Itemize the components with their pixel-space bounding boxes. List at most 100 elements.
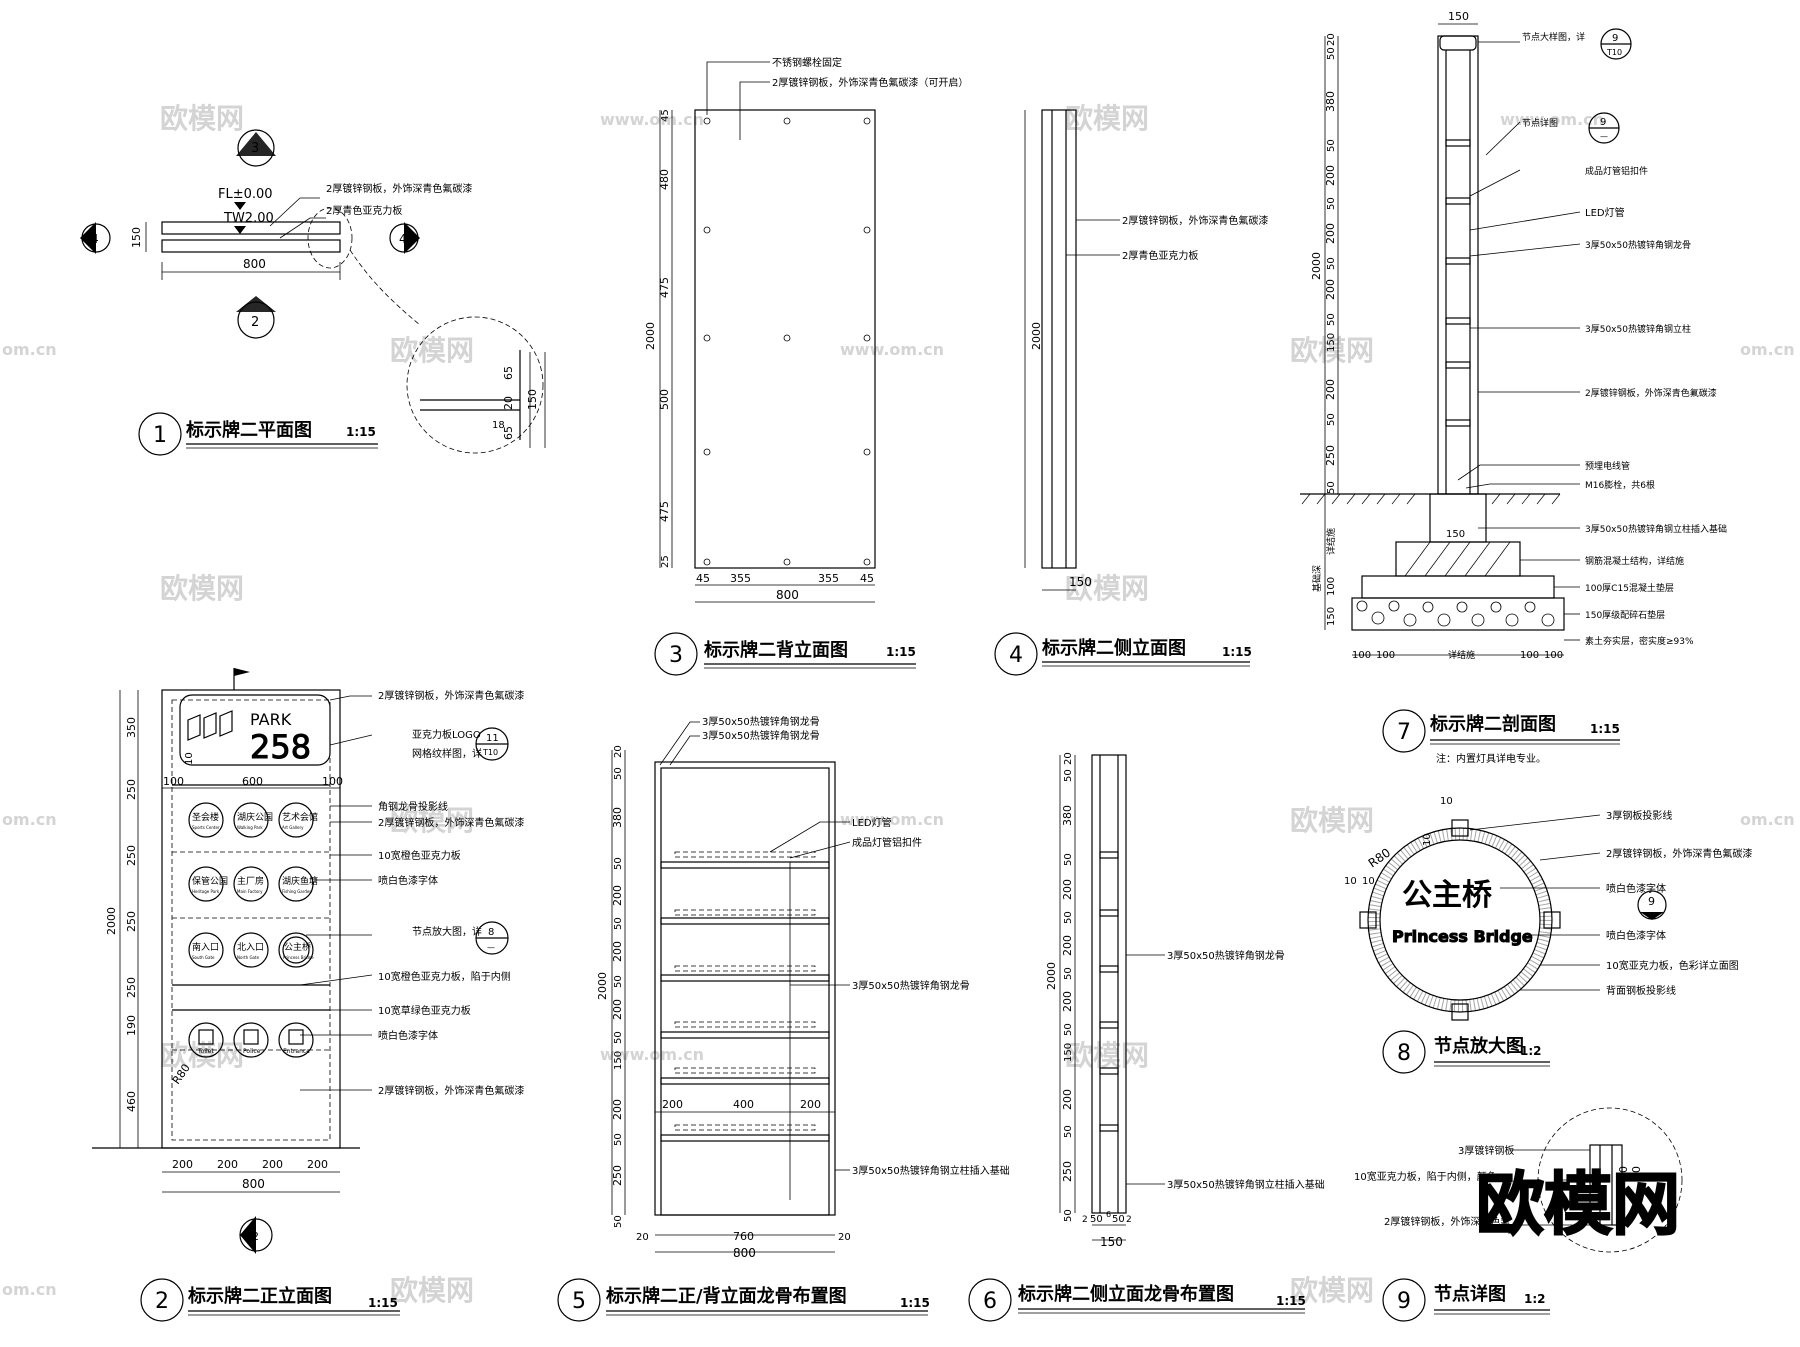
note: 喷白色漆字体 <box>378 1029 438 1042</box>
flag-icon <box>234 668 250 676</box>
ring-inner <box>1379 839 1541 1001</box>
frame-outline <box>654 761 836 1216</box>
svg-text:6: 6 <box>983 1289 997 1314</box>
dim-text: 2000 <box>1030 322 1043 350</box>
note: 2厚镀锌钢板，外饰深青色氟碳漆 <box>378 816 524 829</box>
dim-text: 200 <box>1061 879 1074 900</box>
svg-text:1:15: 1:15 <box>886 645 916 659</box>
dim-text: 150 <box>1063 1043 1074 1062</box>
svg-text:1:15: 1:15 <box>900 1296 930 1310</box>
title-8: 8 节点放大图 1:2 <box>1382 1030 1550 1074</box>
back-panel-outline <box>694 109 876 569</box>
svg-text:8: 8 <box>1397 1041 1411 1066</box>
svg-text:South Gate: South Gate <box>192 955 215 960</box>
ring-outer <box>1367 827 1553 1013</box>
frame-side-elevation: 20 50 380 50 200 50 200 50 200 50 150 20… <box>1045 752 1325 1249</box>
title-9: 9 节点详图 1:2 <box>1382 1278 1550 1322</box>
dim-text: 150 <box>613 1051 624 1070</box>
note: 成品灯管铝扣件 <box>852 836 922 849</box>
note: 预埋电线管 <box>1585 460 1630 472</box>
title-7: 7 标示牌二剖面图 1:15 <box>1382 709 1620 753</box>
dim-text: 50 <box>1326 313 1337 326</box>
svg-text:1:15: 1:15 <box>1276 1294 1306 1308</box>
watermark-url: om.cn <box>1740 810 1795 829</box>
note: 10宽亚克力板，色彩详立面图 <box>1606 959 1739 972</box>
svg-text:North Gate: North Gate <box>237 955 260 960</box>
frame-side-rails <box>1099 851 1119 1132</box>
facility-icons: Toilet Police Entrance <box>188 1022 314 1058</box>
svg-text:4: 4 <box>91 232 99 246</box>
note: 节点放大图，详 <box>412 925 482 938</box>
watermark-url: om.cn <box>2 340 57 359</box>
ring-tab <box>1543 911 1561 929</box>
note: 2厚青色亚克力板 <box>1122 249 1198 262</box>
dim-text: 150 <box>1446 529 1465 540</box>
dim-text: 2000 <box>1310 252 1323 280</box>
section-notes: 节点大样图，详 节点详图 成品灯管铝扣件 LED灯管 3厚50x50热镀锌角钢龙… <box>1457 31 1727 647</box>
svg-text:标示牌二背立面图: 标示牌二背立面图 <box>703 639 848 661</box>
dim-text: 25 <box>660 555 671 568</box>
note: 3厚50x50热镀锌角钢龙骨 <box>1585 239 1691 251</box>
svg-text:—: — <box>487 943 495 952</box>
note: 背面钢板投影线 <box>1606 984 1676 997</box>
svg-text:3: 3 <box>669 643 683 668</box>
svg-text:1:15: 1:15 <box>346 425 376 439</box>
dim-text: 50 <box>1326 257 1337 270</box>
note: 不锈钢螺栓固定 <box>772 56 842 69</box>
dim-text: 475 <box>658 501 671 522</box>
toilet-icon: Toilet <box>188 1022 224 1058</box>
plan-view: FL±0.00 TW2.00 800 150 2厚镀锌钢板，外饰深青色氟碳漆 2… <box>80 129 546 454</box>
dim-text: 65 <box>502 426 515 440</box>
dim-text: 18 <box>492 420 505 431</box>
plan-note: 2厚青色亚克力板 <box>326 204 402 217</box>
dim-text: 200 <box>611 999 624 1020</box>
dim-text: 50 <box>1063 1209 1074 1222</box>
side-elevation: 2厚镀锌钢板，外饰深青色氟碳漆 2厚青色亚克力板 2000 150 <box>1024 109 1268 591</box>
dim-text: 250 <box>611 1165 624 1186</box>
note: 2厚镀锌钢板，外饰深青色氟碳漆 <box>378 689 524 702</box>
dim-text: 200 <box>611 941 624 962</box>
dim-text: 100 <box>163 775 184 788</box>
note: 亚克力板LOGO <box>412 728 481 741</box>
svg-text:北入口: 北入口 <box>237 942 264 953</box>
svg-text:Main Factory: Main Factory <box>237 889 263 894</box>
dim-text: 200 <box>262 1158 283 1171</box>
police-icon: Police <box>233 1022 269 1058</box>
note: 2厚镀锌钢板，外饰深青色氟碳漆 <box>1122 214 1268 227</box>
c15-pad <box>1361 575 1555 599</box>
section-marker-4-right: 4 <box>389 222 420 254</box>
node-detail-9: 10 10 3厚镀锌钢板 10宽亚克力板，陷于内侧，颜色 2厚镀锌钢板，外饰深青… <box>1354 1107 1683 1253</box>
dim-text: 350 <box>125 717 138 738</box>
node-detail-8: 公主桥 Princess Bridge R80 10 10 10 10 9 3厚… <box>1344 796 1752 1021</box>
dim-text: 50 <box>1326 47 1337 60</box>
svg-text:11: 11 <box>486 733 499 744</box>
dim-text: 6 <box>1106 1210 1111 1219</box>
dim-text: 10 <box>1344 876 1357 887</box>
dim-text: 50 <box>613 767 624 780</box>
dim-text: 800 <box>733 1246 756 1260</box>
dim-text: 100 <box>1544 650 1563 661</box>
svg-text:9: 9 <box>1612 33 1618 44</box>
dim-text: 50 <box>1063 967 1074 980</box>
note: 网格纹样图，详 <box>412 747 482 760</box>
destination-circle: 北入口 North Gate <box>233 932 269 968</box>
dim-text: 50 <box>1063 853 1074 866</box>
watermark: 欧模网 <box>1065 1039 1149 1072</box>
dim-text: 800 <box>242 1177 265 1191</box>
ground-hatch <box>1301 493 1561 505</box>
watermark: 欧模网 <box>390 1274 474 1307</box>
title-4: 4 标示牌二侧立面图 1:15 <box>994 632 1252 676</box>
detail-bubble <box>406 316 544 454</box>
ref-bubble-logo: 11 T10 <box>475 727 509 761</box>
elevation-marker <box>234 202 246 210</box>
note: 3厚50x50热镀锌角钢立柱插入基础 <box>852 1164 1010 1177</box>
dim-text: 100 <box>1520 650 1539 661</box>
dim-text: 100 <box>1352 650 1371 661</box>
dim-text: 380 <box>1061 805 1074 826</box>
dim-text: 200 <box>1324 379 1337 400</box>
watermark-url: www.om.cn <box>600 1045 704 1064</box>
watermark: 欧模网 <box>1290 334 1374 367</box>
watermark: 欧模网 <box>1290 804 1374 837</box>
